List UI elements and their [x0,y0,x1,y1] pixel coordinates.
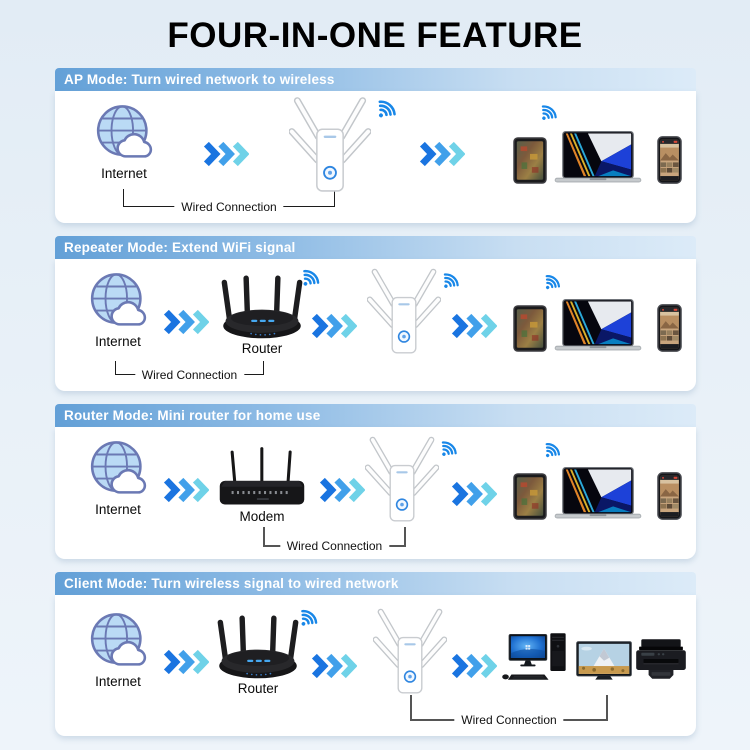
internet-node: Internet [85,611,151,689]
smartphone-icon [657,472,682,520]
wifi-extender-icon [367,265,441,361]
modem-icon [213,447,311,508]
chevron-arrows-icon [163,477,209,503]
tablet-icon [513,137,547,184]
wifi-signal-icon [532,93,567,128]
tablet-icon [513,305,547,352]
client-mode-card: Wired Connection Internet Router [55,595,696,736]
modem-label: Modem [239,509,285,524]
router-mode-card: Wired Connection Internet Modem [55,427,696,559]
chevron-arrows-icon [451,481,497,507]
repeater-mode-card: Wired Connection Internet Router [55,259,696,391]
printer-icon [634,637,688,681]
internet-label: Internet [95,502,141,517]
ap-mode-card: Wired Connection Internet [55,91,696,223]
wired-connection-label: Wired Connection [454,713,564,727]
wired-connection-line: Wired Connection [115,361,264,382]
wired-connection-line: Wired Connection [410,695,608,727]
router-icon [213,613,303,680]
section-header: Repeater Mode: Extend WiFi signal [55,236,696,259]
router-label: Router [241,341,283,356]
internet-globe-icon [85,271,151,333]
chevron-arrows-icon [163,649,209,675]
internet-node: Internet [85,439,151,517]
chevron-arrows-icon [203,141,249,167]
chevron-arrows-icon [451,313,497,339]
section-header: Router Mode: Mini router for home use [55,404,696,427]
router-node: Router [213,613,303,696]
router-icon [217,273,307,340]
wired-connection-line: Wired Connection [263,527,406,553]
internet-label: Internet [95,674,141,689]
desktop-pc-icon [502,633,568,683]
wifi-signal-icon [368,87,409,128]
chevron-arrows-icon [311,653,357,679]
internet-label: Internet [95,334,141,349]
tv-icon [576,641,632,682]
chevron-arrows-icon [319,477,365,503]
section-ap-mode: AP Mode: Turn wired network to wireless … [55,68,696,223]
router-node: Router [217,273,307,356]
section-header: Client Mode: Turn wireless signal to wir… [55,572,696,595]
internet-label: Internet [101,166,147,181]
tablet-icon [513,473,547,520]
wifi-signal-icon [537,264,571,298]
wired-connection-label: Wired Connection [174,200,284,214]
modem-node: Modem [213,447,311,524]
laptop-icon [554,467,642,519]
section-repeater-mode: Repeater Mode: Extend WiFi signal Wired … [55,236,696,391]
chevron-arrows-icon [419,141,465,167]
wifi-extender-icon [289,93,371,200]
wifi-extender-icon [365,433,439,529]
section-router-mode: Router Mode: Mini router for home use Wi… [55,404,696,559]
section-client-mode: Client Mode: Turn wireless signal to wir… [55,572,696,736]
wired-connection-label: Wired Connection [134,368,245,382]
laptop-icon [554,131,642,183]
router-label: Router [237,681,279,696]
laptop-icon [554,299,642,351]
internet-globe-icon [85,611,151,673]
wifi-extender-icon [373,605,447,701]
smartphone-icon [657,304,682,352]
feature-title: FOUR-IN-ONE FEATURE [167,16,583,55]
internet-node: Internet [85,271,151,349]
wifi-signal-icon [537,432,571,466]
smartphone-icon [657,136,682,184]
chevron-arrows-icon [451,653,497,679]
section-header: AP Mode: Turn wired network to wireless [55,68,696,91]
wired-connection-line: Wired Connection [123,189,335,214]
internet-globe-icon [85,439,151,501]
internet-globe-icon [91,103,157,165]
chevron-arrows-icon [163,309,209,335]
internet-node: Internet [91,103,157,181]
chevron-arrows-icon [311,313,357,339]
wired-connection-label: Wired Connection [279,539,390,553]
